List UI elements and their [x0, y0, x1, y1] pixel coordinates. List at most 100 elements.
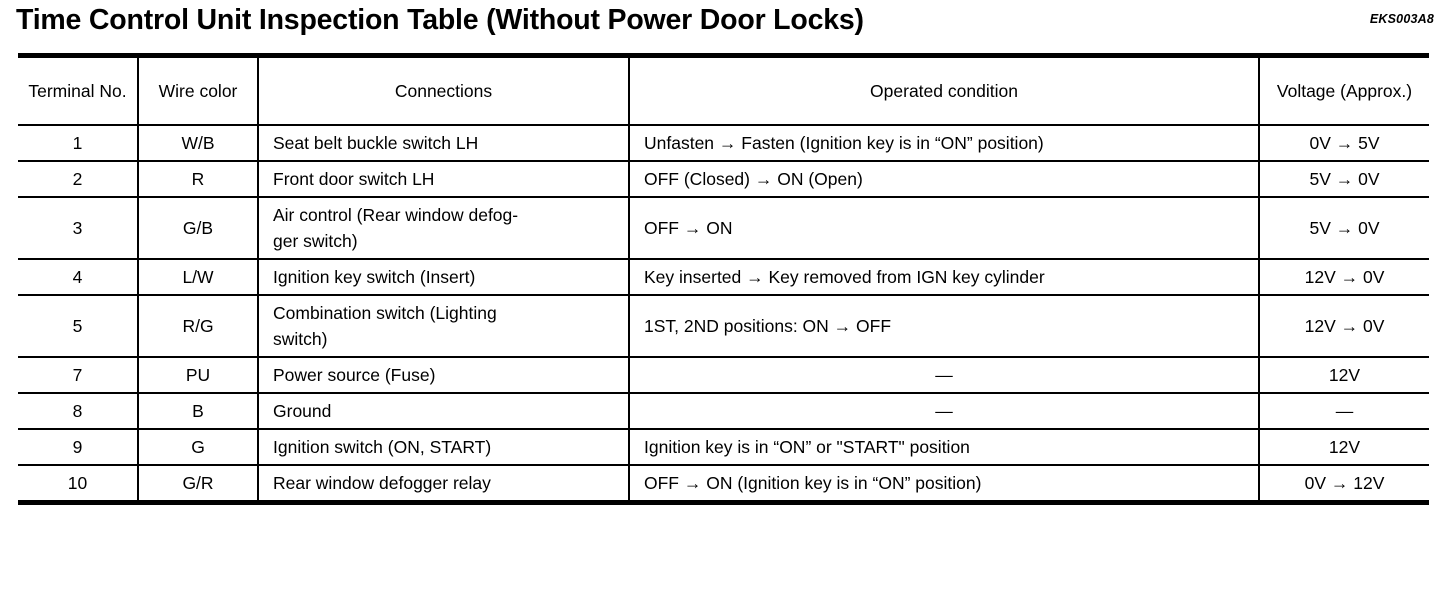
table-row: 1 W/B Seat belt buckle switch LH Unfaste…: [18, 124, 1429, 162]
terminal-no-value: 5: [72, 315, 83, 336]
table-row: 8 B Ground — —: [18, 392, 1429, 430]
table-row: 5 R/G Combination switch (Lighting switc…: [18, 294, 1429, 358]
column-header-connections: Connections: [257, 53, 630, 126]
cell-voltage: 12V: [1258, 356, 1429, 394]
cell-connections: Air control (Rear window defog- ger swit…: [257, 196, 630, 260]
operated-condition-value: —: [935, 364, 953, 385]
column-header-operated-condition: Operated condition: [628, 53, 1260, 126]
table-row: 7 PU Power source (Fuse) — 12V: [18, 356, 1429, 394]
column-header-wire-color-line1: Wire: [158, 80, 195, 101]
table-row: 3 G/B Air control (Rear window defog- ge…: [18, 196, 1429, 260]
voltage-value: 12V: [1328, 436, 1361, 457]
operated-condition-value: OFF → ON: [644, 217, 733, 238]
connections-value-line1: Air control (Rear window defog-: [273, 205, 519, 225]
cell-operated-condition: —: [628, 356, 1260, 394]
cell-wire-color: PU: [137, 356, 259, 394]
inspection-table: Terminal No. Wire color Connections: [18, 53, 1429, 505]
cell-terminal-no: 5: [18, 294, 139, 358]
cell-wire-color: G: [137, 428, 259, 466]
voltage-value: 5V → 0V: [1309, 168, 1380, 189]
column-header-voltage: Voltage (Approx.): [1258, 53, 1429, 126]
connections-value: Seat belt buckle switch LH: [273, 132, 479, 153]
connections-value-line2: switch): [273, 329, 328, 349]
connections-value: Front door switch LH: [273, 168, 435, 189]
cell-operated-condition: OFF (Closed) → ON (Open): [628, 160, 1260, 198]
cell-voltage: 0V → 5V: [1258, 124, 1429, 162]
column-header-terminal-no-line2: No.: [99, 80, 127, 101]
cell-operated-condition: 1ST, 2ND positions: ON → OFF: [628, 294, 1260, 358]
cell-voltage: —: [1258, 392, 1429, 430]
terminal-no-value: 3: [72, 217, 83, 238]
cell-connections: Combination switch (Lighting switch): [257, 294, 630, 358]
terminal-no-value: 7: [72, 364, 83, 385]
column-header-connections-label: Connections: [394, 80, 493, 101]
connections-value: Rear window defogger relay: [273, 472, 491, 493]
connections-value: Power source (Fuse): [273, 364, 436, 385]
cell-operated-condition: OFF → ON (Ignition key is in “ON” positi…: [628, 464, 1260, 505]
terminal-no-value: 4: [72, 266, 83, 287]
cell-wire-color: W/B: [137, 124, 259, 162]
wire-color-value: G/B: [182, 217, 214, 238]
cell-voltage: 12V → 0V: [1258, 258, 1429, 296]
wire-color-value: B: [192, 400, 204, 421]
voltage-value: 12V: [1328, 364, 1361, 385]
wire-color-value: G/R: [182, 472, 214, 493]
terminal-no-value: 9: [72, 436, 83, 457]
table-row: 9 G Ignition switch (ON, START) Ignition…: [18, 428, 1429, 466]
cell-operated-condition: Unfasten → Fasten (Ignition key is in “O…: [628, 124, 1260, 162]
cell-terminal-no: 9: [18, 428, 139, 466]
wire-color-value: G: [191, 436, 205, 457]
cell-voltage: 0V → 12V: [1258, 464, 1429, 505]
connections-value: Ignition switch (ON, START): [273, 436, 492, 457]
operated-condition-value: —: [935, 400, 953, 421]
cell-operated-condition: Key inserted → Key removed from IGN key …: [628, 258, 1260, 296]
cell-operated-condition: OFF → ON: [628, 196, 1260, 260]
cell-connections: Power source (Fuse): [257, 356, 630, 394]
voltage-value: 0V → 12V: [1304, 472, 1385, 493]
column-header-operated-condition-label: Operated condition: [870, 80, 1018, 101]
cell-connections: Front door switch LH: [257, 160, 630, 198]
terminal-no-value: 1: [72, 132, 83, 153]
operated-condition-value: 1ST, 2ND positions: ON → OFF: [644, 315, 892, 336]
cell-wire-color: B: [137, 392, 259, 430]
cell-connections: Seat belt buckle switch LH: [257, 124, 630, 162]
cell-terminal-no: 1: [18, 124, 139, 162]
cell-terminal-no: 4: [18, 258, 139, 296]
cell-connections: Ground: [257, 392, 630, 430]
cell-wire-color: R: [137, 160, 259, 198]
table-header: Terminal No. Wire color Connections: [18, 53, 1429, 126]
inspection-table-wrapper: Terminal No. Wire color Connections: [18, 53, 1429, 505]
cell-terminal-no: 2: [18, 160, 139, 198]
wire-color-value: W/B: [181, 132, 215, 153]
connections-value: Ignition key switch (Insert): [273, 266, 476, 287]
table-row: 10 G/R Rear window defogger relay OFF → …: [18, 464, 1429, 505]
cell-voltage: 12V → 0V: [1258, 294, 1429, 358]
operated-condition-value: Key inserted → Key removed from IGN key …: [644, 266, 1045, 287]
wire-color-value: R/G: [182, 315, 214, 336]
voltage-value: —: [1335, 400, 1354, 421]
title-row: Time Control Unit Inspection Table (With…: [0, 0, 1456, 42]
voltage-value: 12V → 0V: [1304, 315, 1385, 336]
wire-color-value: PU: [185, 364, 211, 385]
column-header-terminal-no-line1: Terminal: [28, 80, 95, 101]
connections-value: Ground: [273, 400, 332, 421]
cell-wire-color: R/G: [137, 294, 259, 358]
wire-color-value: R: [191, 168, 205, 189]
voltage-value: 12V → 0V: [1304, 266, 1385, 287]
table-row: 2 R Front door switch LH OFF (Closed) → …: [18, 160, 1429, 198]
column-header-voltage-line1: Voltage: [1276, 80, 1336, 101]
cell-wire-color: G/B: [137, 196, 259, 260]
cell-wire-color: G/R: [137, 464, 259, 505]
column-header-terminal-no: Terminal No.: [18, 53, 139, 126]
column-header-wire-color-line2: color: [199, 80, 238, 101]
cell-connections: Rear window defogger relay: [257, 464, 630, 505]
table-header-row: Terminal No. Wire color Connections: [18, 53, 1429, 126]
terminal-no-value: 10: [67, 472, 88, 493]
operated-condition-value: Ignition key is in “ON” or "START" posit…: [644, 436, 970, 457]
cell-operated-condition: Ignition key is in “ON” or "START" posit…: [628, 428, 1260, 466]
voltage-value: 5V → 0V: [1309, 217, 1380, 238]
page-title: Time Control Unit Inspection Table (With…: [16, 4, 864, 36]
reference-code: EKS003A8: [1369, 12, 1434, 26]
operated-condition-value: OFF (Closed) → ON (Open): [644, 168, 863, 189]
